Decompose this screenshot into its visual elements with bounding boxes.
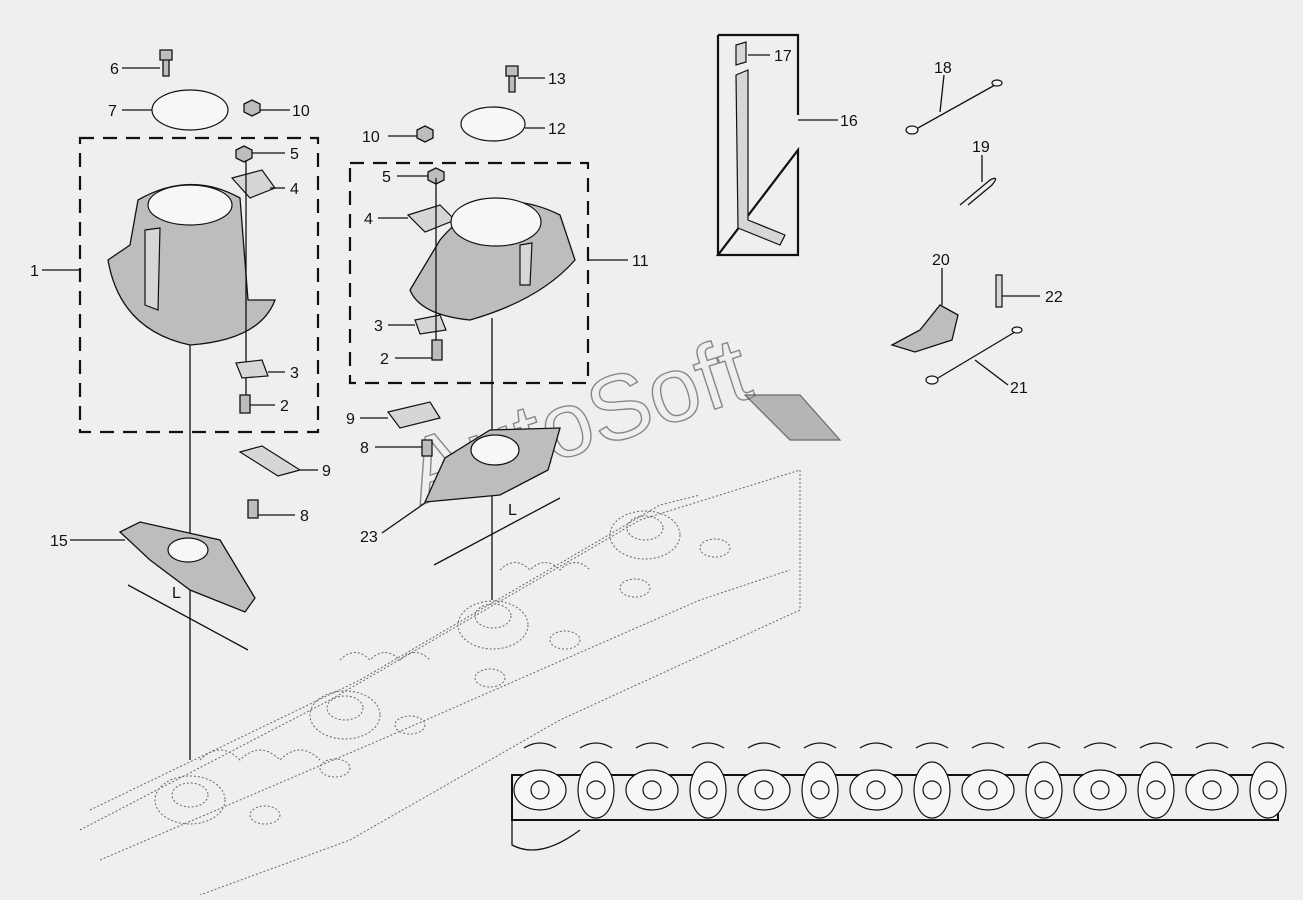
label-9b: 9 (346, 411, 355, 428)
label-5a: 5 (290, 146, 299, 163)
rotor-hub (978, 780, 998, 800)
rotor-hub (698, 780, 718, 800)
label-23: 23 (360, 529, 378, 546)
rotation-arrow (1195, 742, 1229, 749)
label-8a: 8 (300, 508, 309, 525)
label-3a: 3 (290, 365, 299, 382)
leader-lines (42, 54, 1040, 541)
label-19: 19 (972, 139, 990, 156)
rotor-hub (1090, 780, 1110, 800)
rotation-arrow (1139, 742, 1173, 749)
label-4a: 4 (290, 181, 299, 198)
rotor-hub (1258, 780, 1278, 800)
label-15: 15 (50, 533, 68, 550)
label-10a: 10 (292, 103, 310, 120)
label-2b: 2 (380, 351, 389, 368)
rotation-arrow (691, 742, 725, 749)
rotation-arrow (915, 742, 949, 749)
rotor-hub (922, 780, 942, 800)
label-21: 21 (1010, 380, 1028, 397)
label-4b: 4 (364, 211, 373, 228)
label-1: 1 (30, 263, 39, 280)
label-18: 18 (934, 60, 952, 77)
rotor-hub (754, 780, 774, 800)
rotor-hub (810, 780, 830, 800)
label-12: 12 (548, 121, 566, 138)
rotor-hub (1146, 780, 1166, 800)
rotation-arrow (747, 742, 781, 749)
rotation-arrow (523, 742, 557, 749)
label-3b: 3 (374, 318, 383, 335)
rotor-hub (530, 780, 550, 800)
part-labels: 6 7 10 5 4 1 3 2 9 8 15 13 12 10 5 4 11 … (30, 48, 1063, 602)
dimension-label-left: L (172, 585, 181, 602)
label-10b: 10 (362, 129, 380, 146)
inset-box-16 (715, 33, 800, 257)
label-2a: 2 (280, 398, 289, 415)
assembly-left (78, 49, 320, 760)
rotation-arrow (1083, 742, 1117, 749)
label-20: 20 (932, 252, 950, 269)
cutter-bar-background (79, 469, 801, 896)
label-17: 17 (774, 48, 792, 65)
dimension-label-middle: L (508, 502, 517, 519)
assembly-middle (348, 65, 590, 600)
label-11: 11 (632, 253, 649, 270)
rotation-arrow (971, 742, 1005, 749)
label-6: 6 (110, 61, 119, 78)
label-7: 7 (108, 103, 117, 120)
rotation-arrow (803, 742, 837, 749)
label-8b: 8 (360, 440, 369, 457)
rotation-arrow (635, 742, 669, 749)
rotor-hub (1034, 780, 1054, 800)
rotor-hub (586, 780, 606, 800)
label-13: 13 (548, 71, 566, 88)
rotation-arrow (579, 742, 613, 749)
label-22: 22 (1045, 289, 1063, 306)
rotation-arrow (859, 742, 893, 749)
label-9a: 9 (322, 463, 331, 480)
label-5b: 5 (382, 169, 391, 186)
label-16: 16 (840, 113, 858, 130)
rotation-arrow (1027, 742, 1061, 749)
cutter-bar-overview (511, 742, 1287, 851)
rotor-hub (866, 780, 886, 800)
rotor-hub (1202, 780, 1222, 800)
rotor-hub (642, 780, 662, 800)
small-parts-right (890, 79, 1023, 385)
rotation-arrow (1251, 742, 1285, 749)
